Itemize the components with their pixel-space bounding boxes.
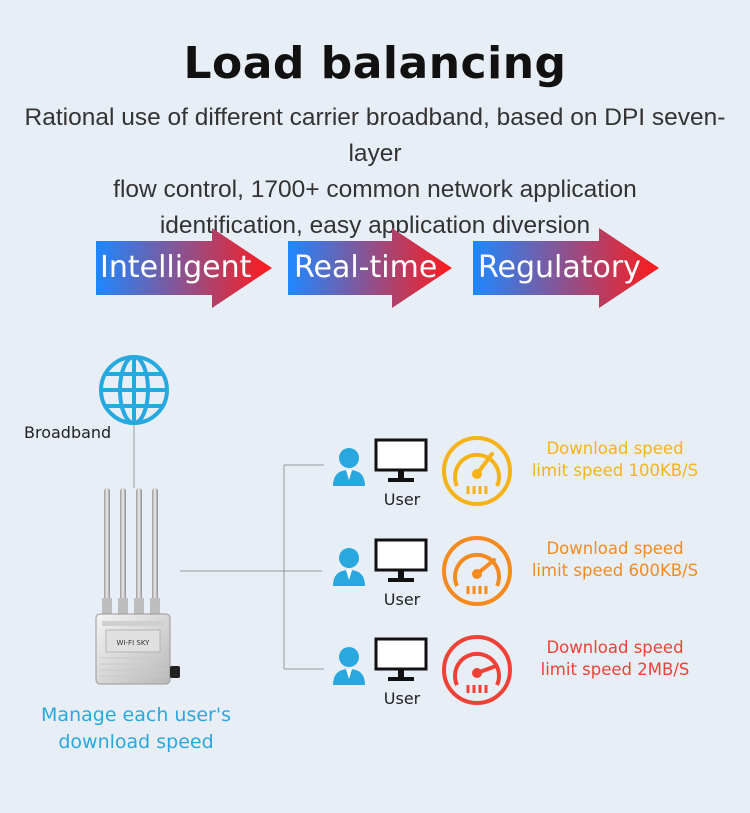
globe-icon xyxy=(99,355,169,425)
speed-gauge-icon xyxy=(442,635,512,705)
monitor-icon xyxy=(374,438,428,482)
arrow-shape xyxy=(96,228,272,308)
monitor-icon xyxy=(374,637,428,681)
user-avatar-icon xyxy=(333,548,365,586)
page-title: Load balancing xyxy=(183,38,567,89)
user-avatar-icon xyxy=(333,448,365,486)
speed-line: Download speed xyxy=(546,439,684,458)
user-row: User Download speed limit speed 2MB/S xyxy=(0,635,750,727)
arrow-shape xyxy=(473,228,659,308)
user-label: User xyxy=(383,490,421,509)
arrow-shape xyxy=(288,228,452,308)
feature-label: Regulatory xyxy=(478,250,641,285)
manage-label: Manage each user's download speed xyxy=(20,702,252,756)
speed-limit-text: Download speed limit speed 100KB/S xyxy=(520,438,710,482)
feature-arrow-real-time: Real-time xyxy=(288,228,452,308)
speed-line: Download speed xyxy=(546,638,684,657)
speed-limit-text: Download speed limit speed 2MB/S xyxy=(520,637,710,681)
speed-line: limit speed 600KB/S xyxy=(531,561,699,580)
user-row: User Download speed limit speed 100KB/S xyxy=(0,436,750,528)
speed-gauge-icon xyxy=(442,536,512,606)
user-row: User Download speed limit speed 600KB/S xyxy=(0,536,750,628)
description-line: Rational use of different carrier broadb… xyxy=(24,104,726,167)
description-line: identification, easy application diversi… xyxy=(159,212,591,239)
description: Rational use of different carrier broadb… xyxy=(10,100,740,244)
router-device: WI-FI SKY xyxy=(95,488,180,685)
manage-label-line: download speed xyxy=(58,731,214,753)
feature-arrow-intelligent: Intelligent xyxy=(96,228,272,308)
user-avatar-icon xyxy=(333,647,365,685)
user-label: User xyxy=(383,590,421,609)
speed-line: limit speed 2MB/S xyxy=(540,660,690,679)
user-label: User xyxy=(383,689,421,708)
speed-line: Download speed xyxy=(546,539,684,558)
feature-label: Intelligent xyxy=(100,250,252,285)
speed-gauge-icon xyxy=(442,436,512,506)
router-brand: WI-FI SKY xyxy=(117,639,151,647)
broadband-label: Broadband xyxy=(24,423,112,442)
antennas xyxy=(102,488,160,614)
speed-line: limit speed 100KB/S xyxy=(531,461,699,480)
description-line: flow control, 1700+ common network appli… xyxy=(113,176,637,203)
manage-label-line: Manage each user's xyxy=(41,704,231,726)
speed-limit-text: Download speed limit speed 600KB/S xyxy=(520,538,710,582)
feature-label: Real-time xyxy=(294,250,438,285)
monitor-icon xyxy=(374,538,428,582)
feature-arrow-regulatory: Regulatory xyxy=(473,228,659,308)
